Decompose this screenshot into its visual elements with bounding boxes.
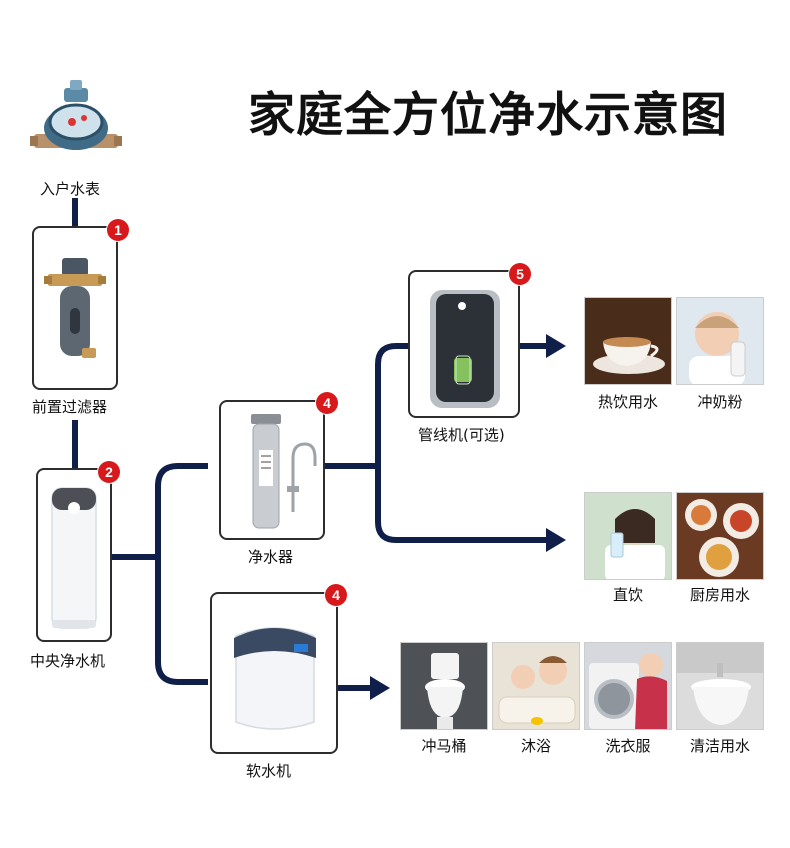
central-box [36,468,112,642]
prefilter-label: 前置过滤器 [32,398,108,416]
arrow-pipeline-uses [546,334,566,358]
water-meter-icon [30,80,122,150]
softener-label: 软水机 [246,762,292,780]
use-photo-baby-formula [676,297,764,385]
softener-box [210,592,338,754]
use-label-direct-drink: 直饮 [612,586,643,604]
use-label-bath: 沐浴 [520,737,551,755]
pipeline-branch-line [375,343,548,543]
pipeline-badge: 5 [509,263,531,285]
trunk-branch-line [155,463,208,685]
coffee-cup-photo [585,298,671,384]
purifier-label: 净水器 [248,548,294,566]
water-purifier-icon [251,414,317,529]
use-label-kitchen: 厨房用水 [689,586,750,604]
pipeline-label: 管线机(可选) [418,426,505,444]
kitchen-food-photo [677,493,763,579]
use-label-baby-formula: 冲奶粉 [697,393,743,411]
water-meter [30,78,122,170]
arrow-softener-uses [370,676,390,700]
laundry-photo [585,643,671,729]
baby-bottle-photo [677,298,763,384]
central-label: 中央净水机 [30,652,106,670]
drinking-water-photo [585,493,671,579]
use-photo-hot-drink [584,297,672,385]
use-photo-bath [492,642,580,730]
pre-filter-icon [44,258,106,358]
use-photo-laundry [584,642,672,730]
bath-photo [493,643,579,729]
use-photo-cleaning [676,642,764,730]
use-photo-kitchen [676,492,764,580]
use-label-toilet: 冲马桶 [421,737,467,755]
prefilter-badge: 1 [107,219,129,241]
arrow-purifier-uses [546,528,566,552]
use-photo-toilet [400,642,488,730]
wash-basin-photo [677,643,763,729]
toilet-photo [401,643,487,729]
use-label-cleaning: 清洁用水 [689,737,750,755]
page-title: 家庭全方位净水示意图 [248,88,728,143]
use-label-hot-drink: 热饮用水 [597,393,658,411]
use-label-laundry: 洗衣服 [605,737,651,755]
meter-label: 入户水表 [40,180,101,198]
prefilter-box [32,226,118,390]
water-softener-icon [234,627,316,730]
softener-badge: 4 [325,584,347,606]
use-photo-direct-drink [584,492,672,580]
pipeline-dispenser-icon [430,290,500,408]
purifier-box [219,400,325,540]
purifier-badge: 4 [316,392,338,414]
pipeline-box [408,270,520,418]
central-purifier-icon [51,487,97,629]
central-badge: 2 [98,461,120,483]
